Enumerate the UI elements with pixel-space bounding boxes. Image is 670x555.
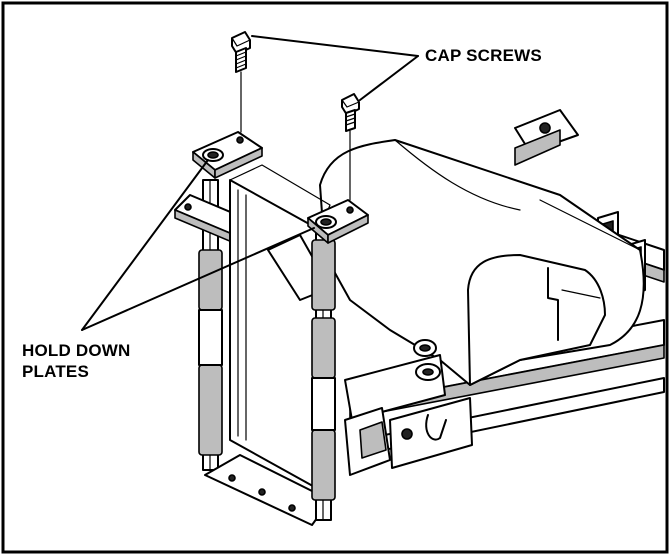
hold-down-label-line2: PLATES (22, 362, 90, 381)
housing-cover (319, 139, 645, 386)
chute-panel (204, 164, 331, 526)
hold-down-label-line1: HOLD DOWN (22, 341, 131, 360)
leader-lines (81, 35, 419, 331)
cap-screw-left (231, 31, 251, 133)
mounting-bracket (344, 339, 473, 476)
cap-screws-label: CAP SCREWS (425, 46, 542, 65)
hold-down-plates-label: HOLD DOWN PLATES (22, 340, 131, 382)
right-post-assembly (307, 199, 369, 521)
cap-screw-right (341, 93, 360, 201)
